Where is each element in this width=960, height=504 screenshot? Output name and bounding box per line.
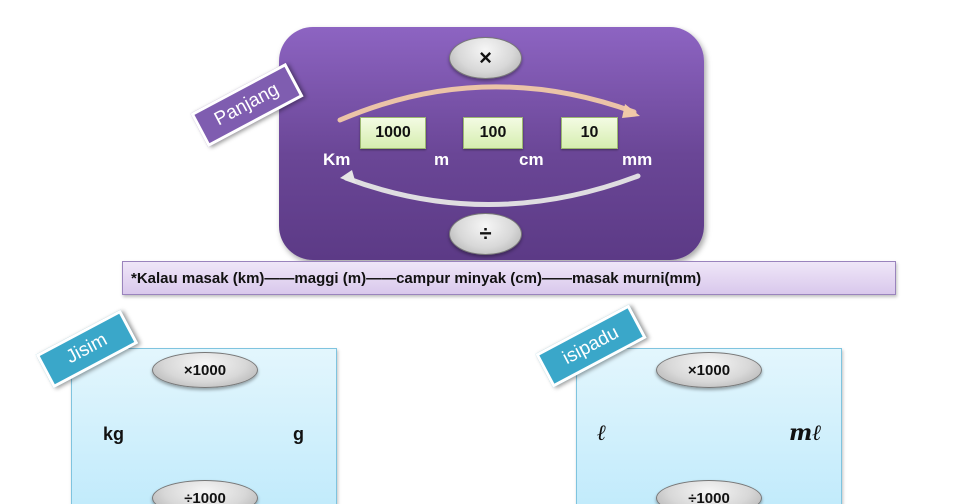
- unit-cm: cm: [519, 150, 544, 169]
- jisim-divide-oval: ÷1000: [152, 480, 258, 504]
- isipadu-divide-oval: ÷1000: [656, 480, 762, 504]
- unit-km: Km: [323, 150, 351, 169]
- factor-km-to-m: 1000: [360, 117, 426, 149]
- unit-kg: kg: [103, 424, 125, 444]
- unit-g: g: [293, 424, 304, 444]
- isipadu-multiply-oval: ×1000: [656, 352, 762, 388]
- mnemonic-bar: *Kalau masak (km)——maggi (m)——campur min…: [122, 261, 896, 295]
- factor-m-to-cm: 100: [463, 117, 523, 149]
- unit-m: m: [434, 150, 450, 169]
- unit-millilitre: mℓ: [789, 420, 822, 446]
- panjang-multiply-oval: ×: [449, 37, 522, 79]
- jisim-multiply-oval: ×1000: [152, 352, 258, 388]
- panjang-divide-oval: ÷: [449, 213, 522, 255]
- factor-cm-to-mm: 10: [561, 117, 618, 149]
- unit-mm: mm: [622, 150, 653, 169]
- unit-litre: ℓ: [597, 420, 607, 446]
